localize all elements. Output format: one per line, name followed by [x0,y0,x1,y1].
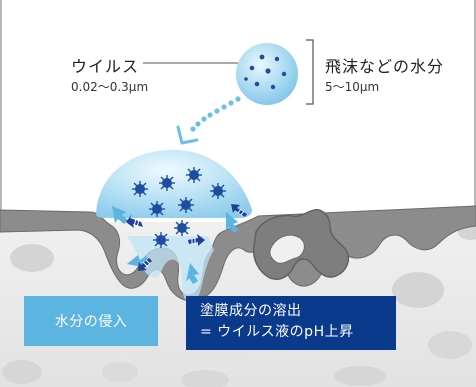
dissolution-label-line2: = ウイルス液のpH上昇 [200,324,354,340]
elution-arrow-icon [126,214,143,228]
virus-icon [132,181,148,197]
virus-icon [149,201,165,217]
elution-arrow-icon [188,234,205,246]
virus-size-label: 0.02〜0.3μm [71,80,149,94]
water-ingress-arrow-icon [127,255,149,268]
virus-icon [210,183,226,199]
droplet-size-label: 5〜10μm [325,80,380,94]
right-pore-void [269,234,305,264]
virus-cluster [132,167,226,248]
virus-icon [153,232,169,248]
coating-layer [0,205,476,302]
water-ingress-box: 水分の侵入 [24,296,158,346]
water-ingress-arrows [112,206,239,284]
water-ingress-label: 水分の侵入 [54,314,128,330]
water-ingress-arrow-icon [186,263,199,284]
droplet-label: 飛沫などの水分 [325,57,445,76]
droplet-on-surface [96,149,252,218]
droplet-icon [236,43,298,105]
virus-icon [186,167,202,183]
elution-arrow-icon [138,258,152,271]
virus-icon [159,175,175,191]
dissolution-label-line1: 塗膜成分の溶出 [200,303,302,319]
elution-arrow-icon [231,204,247,217]
virus-label: ウイルス [71,57,140,76]
virus-icon [178,197,194,213]
water-in-crack [128,236,214,302]
elution-arrows [126,204,247,271]
water-ingress-arrow-icon [226,212,239,233]
dotted-arrow-icon [176,96,241,145]
dissolution-box: 塗膜成分の溶出 = ウイルス液のpH上昇 [186,296,396,350]
water-ingress-arrow-icon [112,206,128,224]
droplet-bracket [306,39,314,105]
virus-icon [174,220,190,236]
